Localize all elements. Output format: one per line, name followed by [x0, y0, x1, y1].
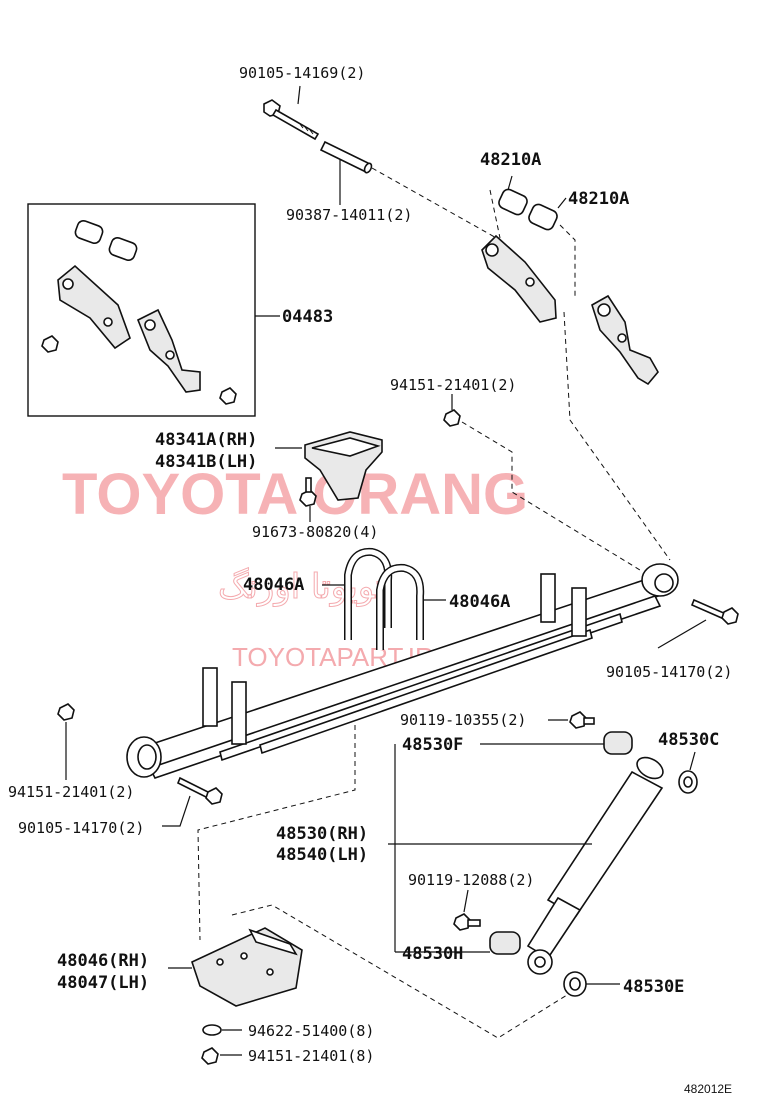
bolt-left-icon	[176, 776, 223, 805]
label-nut-bottom: 94151-21401(8)	[248, 1047, 374, 1065]
kit-04483-box	[27, 203, 256, 417]
label-bracket-bolt: 91673-80820(4)	[252, 523, 378, 541]
label-ubolt-left: 48046A	[243, 575, 304, 595]
leaf-spring-icon	[126, 563, 679, 779]
bushing-48530e-icon	[563, 971, 587, 997]
label-bolt-right: 90105-14170(2)	[606, 663, 732, 681]
shock-nut-top-icon	[569, 711, 595, 729]
watermark-persian: تویوتا اورنگ	[218, 567, 385, 607]
label-bracket-lh: 48341B(LH)	[155, 452, 257, 472]
bushing-48210a-icon	[498, 188, 558, 231]
label-bushing-48530c: 48530C	[658, 730, 719, 750]
bushing-48530f-icon	[603, 731, 633, 755]
bushing-48530h-icon	[489, 931, 521, 955]
label-pin: 90387-14011(2)	[286, 206, 412, 224]
label-bushing-48530e: 48530E	[623, 977, 684, 997]
label-nut-left: 94151-21401(2)	[8, 783, 134, 801]
label-shock-nut-top: 90119-10355(2)	[400, 711, 526, 729]
label-washer: 94622-51400(8)	[248, 1022, 374, 1040]
label-bracket-rh: 48341A(RH)	[155, 430, 257, 450]
label-bolt-left: 90105-14170(2)	[18, 819, 144, 837]
kit-hanger-icon	[136, 308, 201, 393]
label-kit-04483: 04483	[282, 307, 333, 327]
bushing-48530c-icon	[678, 770, 698, 794]
label-bushing-48530f: 48530F	[402, 735, 463, 755]
kit-bushing-icon	[74, 219, 138, 262]
nut-bottom-icon	[201, 1047, 219, 1065]
bracket-48341-icon	[304, 431, 383, 501]
spring-seat-icon	[191, 927, 303, 1007]
top-bolt-icon	[263, 99, 320, 141]
shackle-icon	[481, 234, 557, 323]
kit-shackle-icon	[57, 264, 131, 350]
bolt-right-icon	[690, 598, 739, 625]
assembly-dashed-lines	[197, 167, 671, 1039]
label-shock-bolt-bottom: 90119-12088(2)	[408, 871, 534, 889]
hanger-icon	[591, 294, 659, 386]
kit-nut-icon	[41, 335, 59, 353]
label-bushing-48210a-2: 48210A	[568, 189, 629, 209]
diagram-code: 482012E	[684, 1082, 732, 1096]
pin-icon	[319, 140, 373, 174]
label-seat-lh: 48047(LH)	[57, 973, 149, 993]
label-seat-rh: 48046(RH)	[57, 951, 149, 971]
shock-bolt-bottom-icon	[453, 913, 481, 931]
label-bushing-48530h: 48530H	[402, 944, 463, 964]
label-bushing-48210a-1: 48210A	[480, 150, 541, 170]
label-ubolt-right: 48046A	[449, 592, 510, 612]
kit-nut-icon-2	[219, 387, 237, 405]
watermark-main: TOYOTA ORANG	[62, 462, 528, 527]
nut-left-icon	[57, 703, 75, 721]
nut-upper-icon	[443, 409, 461, 427]
ubolt-icon	[344, 547, 425, 650]
label-bolt-top: 90105-14169(2)	[239, 64, 365, 82]
shock-absorber-icon	[526, 756, 664, 975]
bracket-bolt-icon	[299, 477, 317, 507]
label-nut-upper: 94151-21401(2)	[390, 376, 516, 394]
label-shock-rh: 48530(RH)	[276, 824, 368, 844]
label-shock-lh: 48540(LH)	[276, 845, 368, 865]
washer-icon	[202, 1024, 222, 1036]
